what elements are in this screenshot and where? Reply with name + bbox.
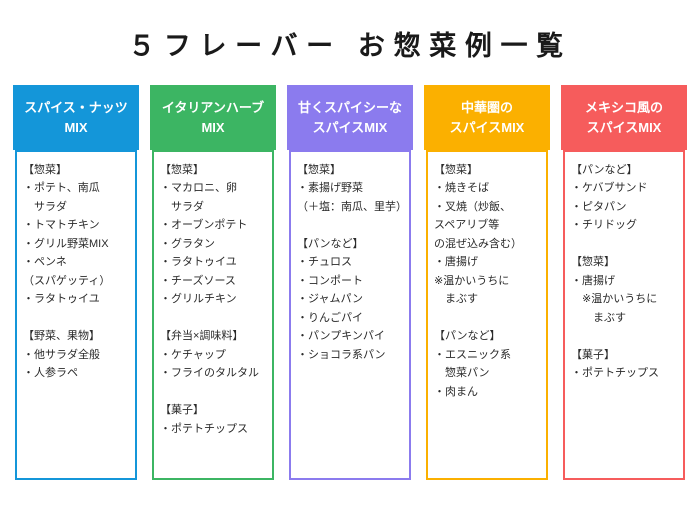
flavor-column-sweet-spicy: 甘くスパイシーな スパイスMIX 【惣菜】 ・素揚げ野菜 （＋塩：南瓜、里芋） … bbox=[287, 85, 413, 480]
page-title: ５フレーバー お惣菜例一覧 bbox=[128, 31, 572, 61]
flavor-column-spice-nuts: スパイス・ナッツ MIX 【惣菜】 ・ポテト、南瓜 サラダ ・トマトチキン ・グ… bbox=[13, 85, 139, 480]
flavor-column-italian-herb: イタリアンハーブ MIX 【惣菜】 ・マカロニ、卵 サラダ ・オーブンポテト ・… bbox=[150, 85, 276, 480]
column-header: メキシコ風の スパイスMIX bbox=[561, 85, 687, 150]
column-header: スパイス・ナッツ MIX bbox=[13, 85, 139, 150]
flavor-column-mexican: メキシコ風の スパイスMIX 【パンなど】 ・ケバブサンド ・ピタパン ・チリド… bbox=[561, 85, 687, 480]
column-body: 【惣菜】 ・焼きそば ・叉焼（炒飯、 スペアリブ等 の混ぜ込み含む） ・唐揚げ … bbox=[426, 150, 548, 480]
flavor-columns: スパイス・ナッツ MIX 【惣菜】 ・ポテト、南瓜 サラダ ・トマトチキン ・グ… bbox=[13, 85, 687, 480]
column-body: 【惣菜】 ・ポテト、南瓜 サラダ ・トマトチキン ・グリル野菜MIX ・ペンネ … bbox=[15, 150, 137, 480]
column-body: 【パンなど】 ・ケバブサンド ・ピタパン ・チリドッグ 【惣菜】 ・唐揚げ ※温… bbox=[563, 150, 685, 480]
column-header: イタリアンハーブ MIX bbox=[150, 85, 276, 150]
column-body: 【惣菜】 ・素揚げ野菜 （＋塩：南瓜、里芋） 【パンなど】 ・チュロス ・コンポ… bbox=[289, 150, 411, 480]
flavor-column-chinese: 中華圏の スパイスMIX 【惣菜】 ・焼きそば ・叉焼（炒飯、 スペアリブ等 の… bbox=[424, 85, 550, 480]
column-header: 甘くスパイシーな スパイスMIX bbox=[287, 85, 413, 150]
column-body: 【惣菜】 ・マカロニ、卵 サラダ ・オーブンポテト ・グラタン ・ラタトゥイユ … bbox=[152, 150, 274, 480]
column-header: 中華圏の スパイスMIX bbox=[424, 85, 550, 150]
